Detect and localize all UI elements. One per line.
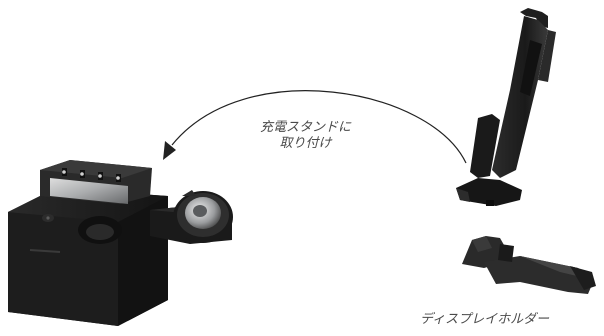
- attach-caption-line2: 取り付け: [279, 136, 332, 151]
- attach-caption-line1: 充電スタンドに: [260, 120, 352, 135]
- display-holder-caption: ディスプレイホルダー: [420, 312, 550, 327]
- charging-stand-illustration: [8, 160, 233, 326]
- curved-arrow-icon: [163, 90, 467, 164]
- holder-clip-illustration: [462, 236, 596, 294]
- display-holder-bracket-illustration: [456, 8, 556, 206]
- attach-to-stand-caption: 充電スタンドに 取り付け: [260, 120, 351, 152]
